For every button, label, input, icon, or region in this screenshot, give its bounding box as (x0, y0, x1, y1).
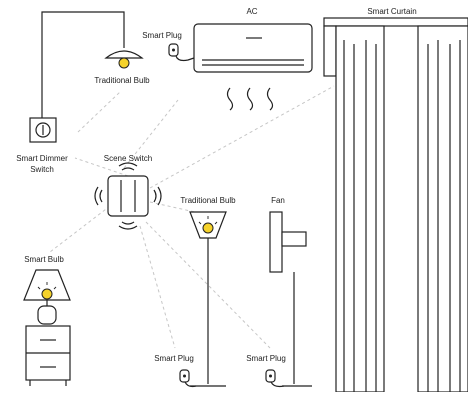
ceiling-bulb-label: Traditional Bulb (94, 76, 150, 85)
pendant-lamp-icon (104, 50, 144, 69)
floor-lamp-icon (189, 211, 227, 387)
smart-plug-icon[interactable] (265, 369, 285, 388)
curtain-icon[interactable] (323, 17, 468, 393)
ac-airflow-icon (226, 87, 274, 111)
air-conditioner-icon[interactable] (193, 23, 313, 73)
ac-plug-label: Smart Plug (142, 31, 182, 40)
link-scene-to-smart-bulb (49, 205, 111, 253)
curtain-label: Smart Curtain (367, 7, 416, 16)
link-scene-to-curtain (149, 85, 335, 189)
ac-label: AC (246, 7, 257, 16)
dimmer-label-line1: Smart Dimmer (16, 154, 68, 163)
link-scene-to-lamp-plug (139, 225, 176, 349)
smart-plug-icon[interactable] (168, 43, 195, 62)
fan-label: Fan (271, 196, 285, 205)
smart-plug-icon[interactable] (179, 369, 197, 388)
link-dimmer-to-bulb (77, 91, 121, 133)
dimmer-label-line2: Switch (30, 165, 54, 174)
floor-bulb-label: Traditional Bulb (180, 196, 236, 205)
scene-switch-icon[interactable] (94, 162, 162, 230)
table-lamp-icon[interactable] (23, 269, 71, 325)
dimmer-switch-icon[interactable] (29, 117, 57, 143)
ceiling-wire (41, 11, 125, 120)
fan-icon[interactable] (269, 211, 312, 387)
link-scene-to-floor-bulb (149, 201, 196, 213)
smart-bulb-label: Smart Bulb (24, 255, 64, 264)
scene-switch-label: Scene Switch (104, 154, 152, 163)
lamp-plug-label: Smart Plug (154, 354, 194, 363)
nightstand-icon (25, 325, 71, 386)
fan-plug-label: Smart Plug (246, 354, 286, 363)
link-scene-to-ac-plug (123, 99, 179, 169)
connection-lines (49, 85, 335, 349)
